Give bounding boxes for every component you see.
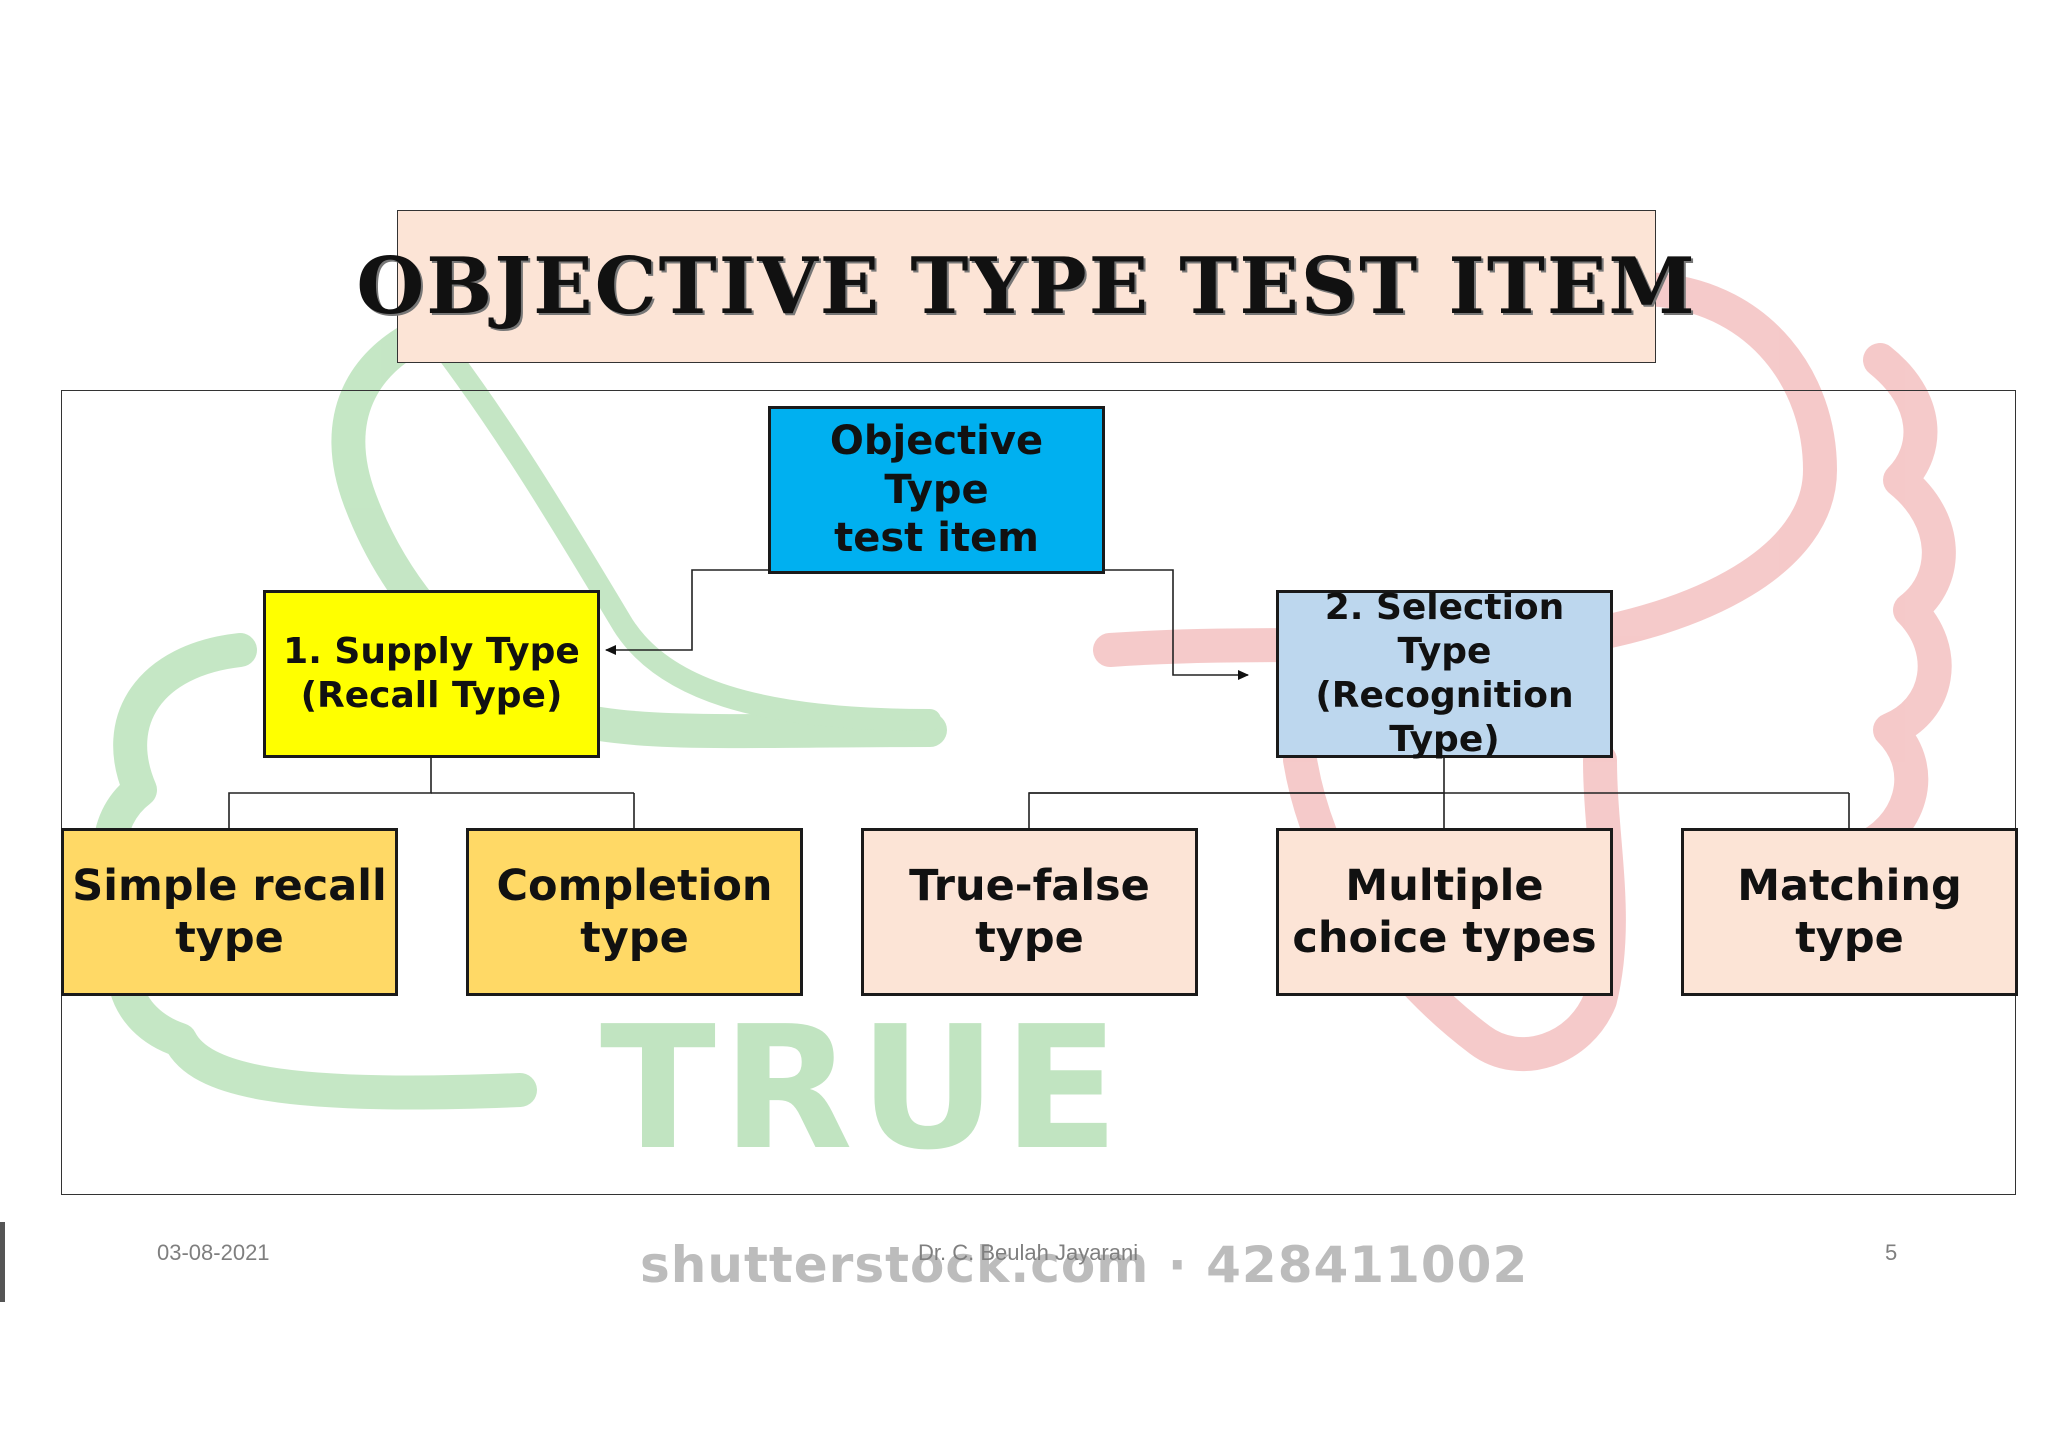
node-supply-type-label: 1. Supply Type (Recall Type) — [283, 631, 580, 716]
footer-page-number: 5 — [1885, 1240, 1898, 1265]
footer-date: 03-08-2021 — [157, 1240, 270, 1265]
watermark-true-text: TRUE — [600, 990, 1126, 1188]
footer-author: Dr. C. Beulah Jayarani — [918, 1240, 1139, 1265]
page-title: OBJECTIVE TYPE TEST ITEM — [356, 241, 1697, 332]
node-multiple-choice-label: Multiple choice types — [1292, 860, 1597, 963]
diagram-frame — [61, 390, 2016, 1195]
node-objective-type: Objective Type test item — [768, 406, 1105, 574]
node-selection-type-label: 2. Selection Type (Recognition Type) — [1315, 587, 1574, 760]
node-completion: Completion type — [466, 828, 803, 996]
title-banner: OBJECTIVE TYPE TEST ITEM — [356, 210, 1695, 363]
node-matching-label: Matching type — [1737, 860, 1962, 963]
node-supply-type: 1. Supply Type (Recall Type) — [263, 590, 600, 758]
node-simple-recall-label: Simple recall type — [72, 860, 387, 963]
node-matching: Matching type — [1681, 828, 2018, 996]
node-selection-type: 2. Selection Type (Recognition Type) — [1276, 587, 1613, 760]
node-true-false: True-false type — [861, 828, 1198, 996]
left-edge-mark — [0, 1222, 5, 1302]
node-completion-label: Completion type — [496, 860, 773, 963]
node-simple-recall: Simple recall type — [61, 828, 398, 996]
node-true-false-label: True-false type — [909, 860, 1150, 963]
node-objective-type-label: Objective Type test item — [829, 417, 1044, 562]
node-multiple-choice: Multiple choice types — [1276, 828, 1613, 996]
watermark-stock-text: shutterstock.com · 428411002 — [640, 1236, 1529, 1294]
